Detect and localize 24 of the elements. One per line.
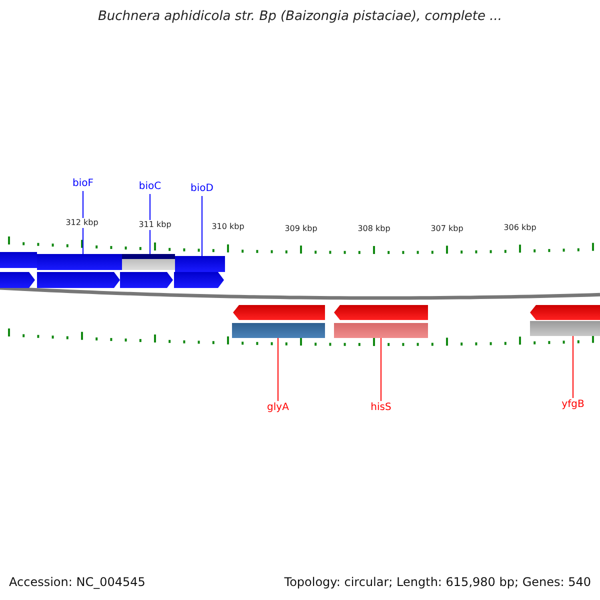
gene-label: hisS: [361, 401, 401, 415]
footer-text: Topology: circular; Length: 615,980 bp; Genes: 540: [284, 575, 591, 590]
gene-label: bioD: [182, 182, 222, 196]
scale-label: 311 kbp: [137, 220, 173, 230]
gene-bar: [37, 254, 122, 270]
gene-bar: [334, 323, 428, 338]
scale-label: 312 kbp: [64, 218, 100, 228]
gene-bar: [530, 321, 600, 336]
scale-label: 310 kbp: [210, 222, 246, 232]
scale-label: 308 kbp: [356, 224, 392, 234]
gene-label: bioC: [130, 180, 170, 194]
leader-line: [380, 338, 382, 402]
scale-label: 306 kbp: [502, 222, 538, 233]
gene-bar: [232, 323, 325, 338]
gene-bar: [122, 254, 175, 270]
title: Buchnera aphidicola str. Bp (Baizongia pistaciae), complete ...: [96, 9, 504, 25]
gene-bar: [175, 256, 225, 272]
leader-line: [572, 336, 574, 398]
scale-label: 309 kbp: [283, 224, 319, 234]
gene-label: bioF: [63, 177, 103, 191]
footer-text: Accession: NC_004545: [9, 575, 146, 590]
scale-label: 307 kbp: [429, 224, 465, 234]
gene-label: glyA: [258, 401, 298, 415]
gene-label: yfgB: [553, 398, 593, 412]
